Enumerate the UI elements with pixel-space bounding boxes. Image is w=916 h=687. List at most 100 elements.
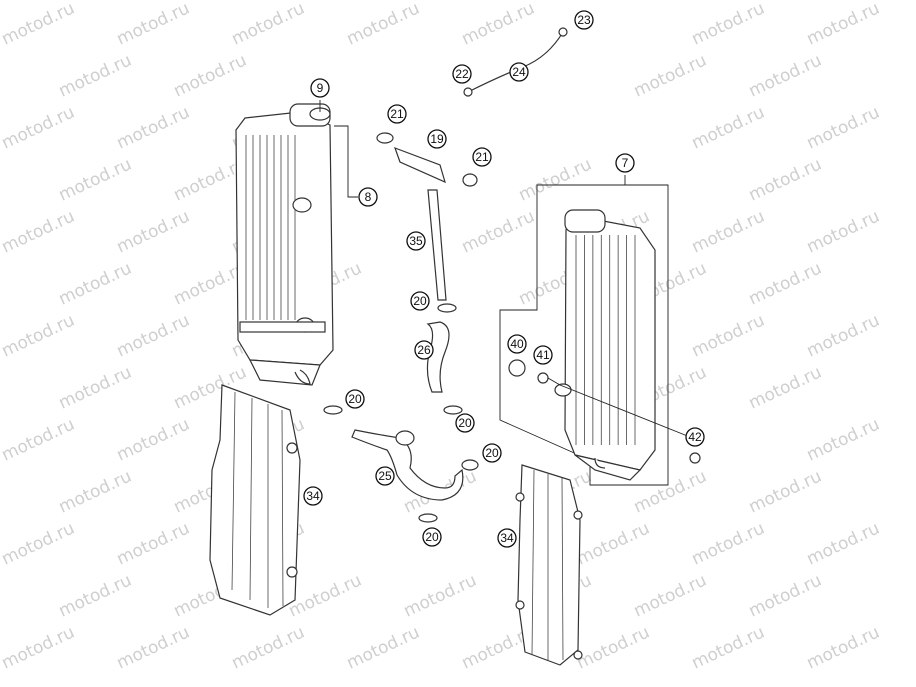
svg-text:34: 34 bbox=[306, 489, 320, 503]
watermark-text: motod.ru bbox=[459, 206, 538, 257]
watermark-text: motod.ru bbox=[631, 570, 710, 621]
watermark-text: motod.ru bbox=[746, 258, 825, 309]
watermark-text: motod.ru bbox=[746, 154, 825, 205]
watermark-text: motod.ru bbox=[56, 258, 135, 309]
svg-text:21: 21 bbox=[390, 107, 404, 121]
watermark-text: motod.ru bbox=[631, 50, 710, 101]
svg-text:19: 19 bbox=[430, 132, 444, 146]
watermark-text: motod.ru bbox=[0, 102, 78, 153]
callout-26: 26 bbox=[414, 340, 434, 360]
watermark-text: motod.ru bbox=[56, 362, 135, 413]
watermark-text: motod.ru bbox=[804, 0, 883, 50]
callout-8: 8 bbox=[358, 187, 378, 207]
callout-41: 41 bbox=[533, 345, 553, 365]
watermark-text: motod.ru bbox=[804, 518, 883, 569]
watermark-text: motod.ru bbox=[344, 622, 423, 673]
watermark-text: motod.ru bbox=[0, 310, 78, 361]
callout-7: 7 bbox=[615, 153, 635, 173]
watermark-text: motod.ru bbox=[286, 570, 365, 621]
watermark-text: motod.ru bbox=[114, 206, 193, 257]
watermark-text: motod.ru bbox=[746, 362, 825, 413]
watermark-text: motod.ru bbox=[804, 206, 883, 257]
svg-text:35: 35 bbox=[409, 234, 423, 248]
watermark-text: motod.ru bbox=[804, 310, 883, 361]
callout-21: 21 bbox=[472, 147, 492, 167]
watermark-text: motod.ru bbox=[401, 570, 480, 621]
callout-22: 22 bbox=[452, 64, 472, 84]
watermark-text: motod.ru bbox=[516, 154, 595, 205]
callout-24: 24 bbox=[509, 62, 529, 82]
callout-20: 20 bbox=[422, 527, 442, 547]
watermark-text: motod.ru bbox=[746, 570, 825, 621]
hoses bbox=[323, 27, 568, 523]
watermark-text: motod.ru bbox=[114, 518, 193, 569]
watermark-text: motod.ru bbox=[689, 102, 768, 153]
callout-40: 40 bbox=[507, 334, 527, 354]
watermark-text: motod.ru bbox=[689, 310, 768, 361]
svg-text:20: 20 bbox=[413, 294, 427, 308]
watermark-text: motod.ru bbox=[689, 622, 768, 673]
svg-text:24: 24 bbox=[512, 65, 526, 79]
svg-text:20: 20 bbox=[425, 530, 439, 544]
watermark-text: motod.ru bbox=[574, 622, 653, 673]
watermark-text: motod.ru bbox=[56, 570, 135, 621]
watermark-text: motod.ru bbox=[0, 622, 78, 673]
watermark-text: motod.ru bbox=[804, 102, 883, 153]
callout-20: 20 bbox=[455, 413, 475, 433]
watermark-text: motod.ru bbox=[631, 466, 710, 517]
left-radiator bbox=[235, 103, 334, 386]
callout-21: 21 bbox=[387, 104, 407, 124]
watermark-text: motod.ru bbox=[746, 466, 825, 517]
svg-text:23: 23 bbox=[577, 13, 591, 27]
watermark-text: motod.ru bbox=[114, 414, 193, 465]
left-radiator-grille bbox=[209, 384, 301, 616]
callout-20: 20 bbox=[482, 443, 502, 463]
svg-text:42: 42 bbox=[688, 430, 702, 444]
svg-text:8: 8 bbox=[365, 190, 372, 204]
svg-text:25: 25 bbox=[378, 469, 392, 483]
svg-text:9: 9 bbox=[317, 81, 324, 95]
callout-23: 23 bbox=[574, 10, 594, 30]
svg-text:7: 7 bbox=[622, 156, 629, 170]
svg-text:34: 34 bbox=[500, 531, 514, 545]
callout-layer: 9 8 21 19 21 22 24 23 7 35 20 26 40 41 20 20 25 20 34 20 34 4… bbox=[303, 10, 705, 548]
watermark-text: motod.ru bbox=[0, 518, 78, 569]
svg-text:41: 41 bbox=[536, 348, 550, 362]
svg-text:20: 20 bbox=[458, 416, 472, 430]
watermark-text: motod.ru bbox=[56, 50, 135, 101]
callout-20: 20 bbox=[410, 291, 430, 311]
watermark-text: motod.ru bbox=[56, 154, 135, 205]
callout-35: 35 bbox=[406, 231, 426, 251]
callout-42: 42 bbox=[685, 427, 705, 447]
right-radiator bbox=[554, 209, 656, 481]
callout-34: 34 bbox=[497, 528, 517, 548]
watermark-text: motod.ru bbox=[459, 0, 538, 50]
watermark-text: motod.ru bbox=[56, 466, 135, 517]
watermark-text: motod.ru bbox=[689, 206, 768, 257]
callout-25: 25 bbox=[375, 466, 395, 486]
watermark-text: motod.ru bbox=[171, 50, 250, 101]
watermark-text: motod.ru bbox=[0, 414, 78, 465]
watermark-text: motod.ru bbox=[344, 0, 423, 50]
callout-34: 34 bbox=[303, 486, 323, 506]
watermark-text: motod.ru bbox=[804, 622, 883, 673]
callout-19: 19 bbox=[427, 129, 447, 149]
watermark-text: motod.ru bbox=[574, 518, 653, 569]
watermark-text: motod.ru bbox=[689, 0, 768, 50]
watermark-text: motod.ru bbox=[114, 102, 193, 153]
watermark-text: motod.ru bbox=[689, 518, 768, 569]
watermark-text: motod.ru bbox=[746, 50, 825, 101]
callout-20: 20 bbox=[345, 389, 365, 409]
watermark-text: motod.ru bbox=[804, 414, 883, 465]
svg-text:40: 40 bbox=[510, 337, 524, 351]
watermark-text: motod.ru bbox=[229, 0, 308, 50]
watermark-text: motod.ru bbox=[114, 0, 193, 50]
watermark-text: motod.ru bbox=[114, 622, 193, 673]
svg-text:21: 21 bbox=[475, 150, 489, 164]
watermark-text: motod.ru bbox=[0, 0, 78, 50]
svg-text:20: 20 bbox=[348, 392, 362, 406]
callout-9: 9 bbox=[310, 78, 330, 98]
right-radiator-grille bbox=[515, 464, 583, 666]
